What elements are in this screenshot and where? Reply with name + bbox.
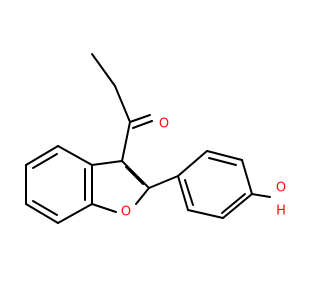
bond-c3a-c4 — [57, 145, 93, 166]
bond-phenyl-c1-c2 — [177, 150, 208, 177]
bond-c2-phenyl — [148, 175, 179, 189]
bond-c3-c2-outer — [121, 160, 150, 189]
hydroxyl-hydrogen-label: H — [276, 204, 286, 219]
bond-phenyl-c3-c4 — [241, 159, 253, 195]
bond-phenyl-hydroxyl — [251, 193, 271, 198]
bond-phenyl-c2-c3 — [206, 150, 243, 161]
bond-phenyl-c5-c6 — [187, 209, 224, 219]
bond-phenyl-c4-c5-inner — [221, 193, 246, 214]
bond-phenyl-c6-c1-inner — [184, 179, 194, 206]
atom-label-layer: O O O H — [121, 117, 286, 220]
bond-phenyl-c4-c5 — [222, 193, 253, 219]
bond-carbonyl-double-inner — [132, 120, 153, 129]
bond-phenyl-c6-c1 — [177, 175, 189, 211]
bond-ethyl-carbonyl — [114, 85, 131, 123]
bond-phenyl-c2-c3-inner — [208, 157, 237, 166]
bond-c3a-c3 — [91, 160, 123, 166]
bond-carbonyl-double-outer — [129, 114, 151, 123]
bond-c6-c7 — [25, 203, 59, 224]
carbonyl-oxygen-label: O — [159, 117, 169, 132]
bond-furan-oxygen-c7a — [91, 203, 117, 213]
furan-oxygen-label: O — [121, 205, 131, 220]
bond-c2-furan-oxygen — [135, 187, 150, 205]
bond-c4-c5-inner — [32, 153, 58, 169]
bond-carbonyl-furan — [121, 121, 131, 162]
structure-canvas: O O O H — [25, 53, 286, 224]
bond-layer — [25, 53, 271, 224]
hydroxyl-oxygen-label: O — [276, 181, 286, 196]
bond-c6-c7-inner — [32, 200, 58, 216]
bond-c7-c7a — [57, 203, 93, 224]
bond-c3-c2-inner — [125, 166, 144, 185]
bond-c4-c5 — [25, 145, 59, 166]
bond-ethyl-terminal — [91, 53, 116, 87]
